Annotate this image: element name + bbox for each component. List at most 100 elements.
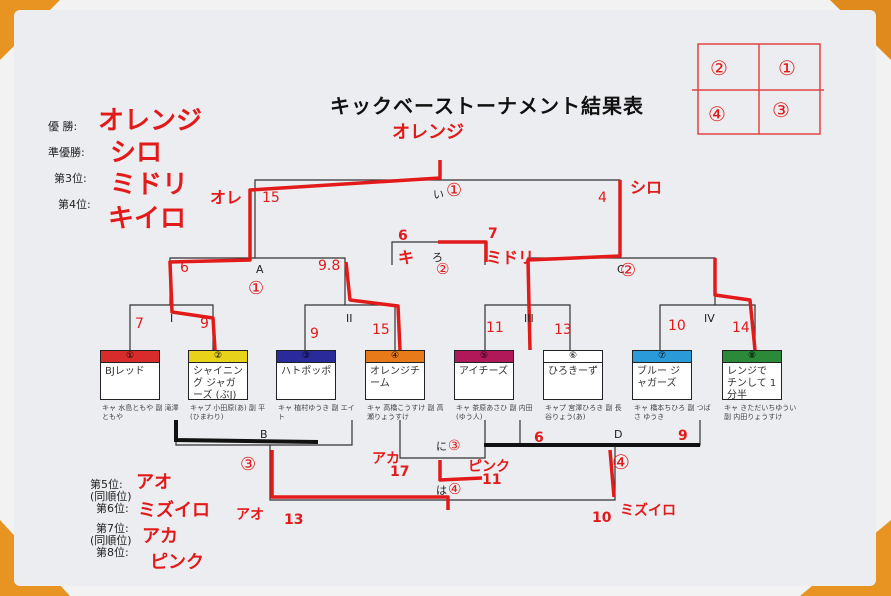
match-letter-b: B [260, 428, 268, 441]
match-letter-d: D [614, 428, 623, 441]
rank-team-3: ミドリ [110, 170, 189, 200]
team-captains-note: キャ 水島ともや 副 滝澤ともや [102, 404, 179, 421]
team-name: シャイニング ジャガーズ (ぶJ) [193, 366, 243, 401]
team-number: ⑤ [455, 351, 513, 363]
score-1-right: 9 [200, 316, 209, 332]
team-number: ③ [277, 351, 335, 363]
score-4-right: 14 [732, 320, 750, 336]
team-card: ④ オレンジチーム [365, 350, 425, 400]
side-ro-right: ミドリ [486, 248, 535, 267]
score-ha-left: 13 [284, 512, 304, 528]
rank-team-6: ミズイロ [138, 500, 210, 521]
rank-label-8: 第8位: [96, 546, 129, 559]
match-letter-3: III [524, 312, 534, 325]
side-ro-left: キ [398, 248, 415, 267]
team-number: ⑥ [544, 351, 602, 363]
team-captains-note: キャプ 小田原(あ) 副 平(ひまわり) [190, 404, 266, 421]
mark-b: ③ [240, 454, 257, 475]
team-number: ④ [366, 351, 424, 363]
score-final-left: 15 [262, 190, 280, 206]
side-ni-left: アカ [372, 451, 400, 467]
grid-num-4: ③ [772, 98, 790, 122]
team-name: アイチーズ [459, 366, 508, 377]
mark-c: ② [620, 260, 637, 281]
mark-a: ① [248, 278, 265, 299]
seed-grid [692, 43, 824, 135]
page-title: キックベーストーナメント結果表 [330, 94, 644, 118]
score-3-left: 11 [486, 320, 504, 336]
rank-sub-5: (同順位) [90, 490, 132, 503]
team-name: レンジで チンして 1分半 [727, 366, 777, 401]
rank-label-3: 第3位: [54, 172, 87, 185]
team-card: ③ ハトポッポ [276, 350, 336, 400]
rank-label-7: 第7位: [96, 522, 129, 535]
team-name: ひろきーず [548, 366, 598, 377]
team-captains-note: キャプ 宮澤ひろき 副 長谷りょう(あ) [545, 404, 622, 421]
team-card: ⑥ ひろきーず [543, 350, 603, 400]
team-captains-note: キャ きただいちゆうい 副 内田りょうすけ [724, 404, 797, 421]
team-captains-note: キャ 高橋こうすけ 副 高瀬りょうすけ [367, 404, 444, 421]
team-card: ② シャイニング ジャガーズ (ぶJ) [188, 350, 248, 401]
mark-i: ① [446, 180, 463, 201]
team-captains-note: キャ 橋本ちひろ 副 つばさ ゆうき [634, 404, 711, 421]
score-2-right: 15 [372, 322, 390, 338]
rank-team-1: オレンジ [98, 106, 203, 136]
match-letter-4: IV [704, 312, 715, 325]
match-letter-2: II [346, 312, 353, 325]
rank-label-2: 準優勝: [48, 146, 85, 159]
grid-num-2: ① [778, 56, 796, 80]
rank-label-5: 第5位: [90, 478, 123, 491]
side-ni-right: ピンク [468, 459, 510, 475]
score-3-right: 13 [554, 322, 572, 338]
rank-sub-7: (同順位) [90, 534, 132, 547]
champion-label: オレンジ [392, 122, 464, 143]
team-name: オレンジチーム [370, 366, 420, 389]
match-letter-ro: ろ [432, 251, 443, 264]
score-final-right: 4 [598, 190, 607, 206]
rank-label-4: 第4位: [58, 198, 91, 211]
grid-num-3: ④ [708, 102, 726, 126]
rank-team-4: キイロ [108, 204, 187, 234]
rank-label-6: 第6位: [96, 502, 129, 515]
side-final-right: シロ [630, 178, 663, 197]
team-name: ブルー ジャガーズ [637, 366, 681, 389]
mark-d: ④ [612, 450, 630, 474]
side-ha-right: ミズイロ [620, 503, 676, 519]
side-ha-left: アオ [236, 507, 264, 523]
grid-num-1: ② [710, 56, 728, 80]
team-number: ② [189, 351, 247, 363]
team-name: ハトポッポ [281, 366, 332, 377]
rank-team-2: シロ [110, 138, 163, 168]
team-captains-note: キャ 植村ゆうき 副 エイト [278, 404, 355, 421]
score-4-left: 10 [668, 318, 686, 334]
score-1-left: 7 [135, 316, 144, 332]
team-captains-note: キャ 茶原あさひ 副 内田(ゆう人) [456, 404, 533, 421]
match-letter-ni: に [436, 440, 447, 453]
mark-ha: ④ [448, 480, 462, 498]
score-ni-left: 17 [390, 464, 410, 480]
score-a-left: 6 [180, 260, 189, 276]
score-ha-right: 10 [592, 510, 612, 526]
match-letter-a: A [256, 263, 264, 276]
score-ni-right: 11 [482, 472, 502, 488]
rank-team-8: ピンク [150, 552, 204, 573]
rank-team-5: アオ [136, 472, 172, 493]
match-letter-1: I [170, 312, 174, 325]
side-final-left: オレ [210, 188, 243, 207]
rank-team-7: アカ [142, 526, 178, 547]
match-letter-c: C [617, 263, 625, 276]
score-ro-right: 7 [488, 226, 498, 242]
score-a-right: 9.8 [318, 258, 341, 274]
mark-ni: ③ [448, 438, 461, 454]
match-letter-i: い [433, 188, 444, 201]
score-d-right: 9 [678, 428, 688, 444]
team-name: BJレッド [105, 366, 145, 377]
team-number: ① [101, 351, 159, 363]
team-card: ① BJレッド [100, 350, 160, 400]
mark-ro: ② [436, 260, 450, 278]
score-2-left: 9 [310, 326, 319, 342]
